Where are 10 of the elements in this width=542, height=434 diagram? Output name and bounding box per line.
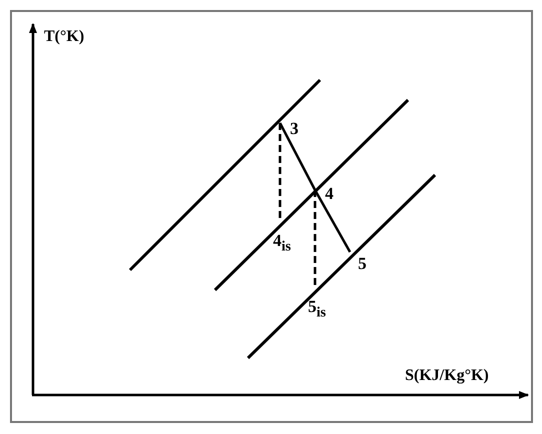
dashed-line (314, 190, 316, 288)
state-point-label: 5 (350, 250, 366, 273)
state-point-label: 3 (280, 118, 298, 138)
axis-label: S(KJ/Kg°K) (405, 367, 489, 385)
process-line (314, 189, 352, 253)
state-point-label: 4$_{is}$ (271, 222, 291, 256)
process-line (278, 122, 316, 191)
axis-label: T(°K) (44, 28, 84, 46)
state-point-label: 4 (315, 183, 334, 203)
state-point-label: 5$_{is}$ (306, 288, 326, 322)
